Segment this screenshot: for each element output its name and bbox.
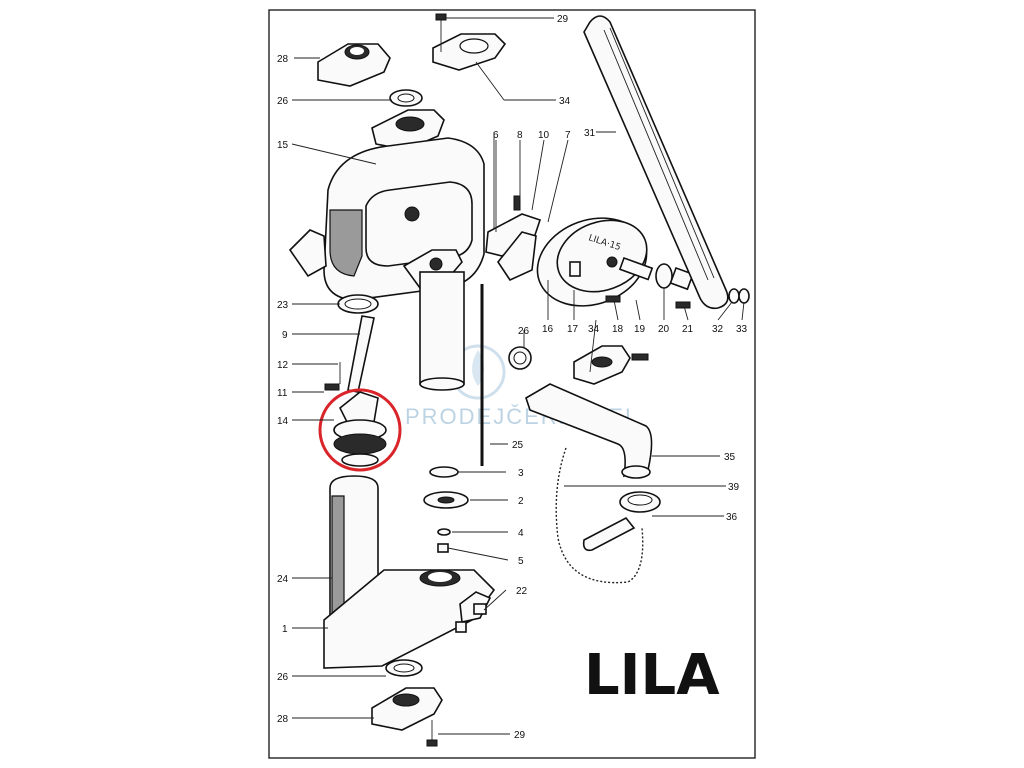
part-cap-36: [582, 491, 661, 552]
callout-32: 32: [712, 324, 724, 335]
part-chain-39: [555, 447, 644, 584]
callout-12: 12: [277, 360, 289, 371]
part-washer-4: [437, 528, 451, 536]
part-handle-lever-31: [583, 15, 750, 310]
callout-35: 35: [724, 452, 736, 463]
callout-24: 24: [277, 574, 289, 585]
part-flange-bottom-28: [371, 687, 443, 731]
callout-14: 14: [277, 416, 289, 427]
part-upper-pipe: [419, 271, 465, 391]
part-pin-12-11: [324, 362, 341, 391]
callout-16: 16: [542, 324, 554, 335]
callout-15: 15: [277, 140, 289, 151]
callout-23: 23: [277, 300, 289, 311]
part-shaft-19-20: [618, 256, 694, 291]
part-spout-35: [525, 383, 653, 479]
callout-29: 29: [557, 14, 569, 25]
callout-28-bottom: 28: [277, 714, 289, 725]
part-gasket-26-bottom: [385, 659, 423, 677]
callout-21: 21: [682, 324, 694, 335]
callout-10: 10: [538, 130, 550, 141]
diagram-title: LILA: [584, 643, 720, 708]
callout-7: 7: [565, 130, 571, 141]
callout-33: 33: [736, 324, 748, 335]
callout-26-mid: 26: [518, 326, 530, 337]
part-nuts-22: [455, 603, 487, 633]
part-piston-rod-9: [347, 315, 375, 393]
callout-36: 36: [726, 512, 738, 523]
part-flange-34-mid: [573, 345, 631, 385]
part-gasket-34-top: [432, 13, 507, 71]
callout-34-mid: 34: [588, 324, 600, 335]
callout-28: 28: [277, 54, 289, 65]
part-pinion-assembly: [485, 132, 542, 282]
callout-1: 1: [282, 624, 288, 635]
callout-5: 5: [518, 556, 524, 567]
part-valve-disc-2: [423, 491, 469, 509]
callout-11: 11: [277, 388, 288, 399]
callout-6: 6: [493, 130, 499, 141]
callout-31: 31: [584, 128, 596, 139]
callout-22: 22: [516, 586, 528, 597]
part-gasket-23: [337, 294, 379, 314]
callout-20: 20: [658, 324, 670, 335]
callout-34: 34: [559, 96, 571, 107]
callout-26-bottom: 26: [277, 672, 289, 683]
callout-3: 3: [518, 468, 524, 479]
part-pump-head-15: [288, 137, 485, 301]
part-gasket-26-mid: [508, 346, 532, 370]
part-valve-3: [429, 466, 459, 478]
callout-labels: 29 28 26 34 15 6 8 10 7 31 23 9 12 11 14…: [277, 14, 748, 741]
highlight-circle: [318, 388, 402, 472]
callout-17: 17: [567, 324, 579, 335]
part-bolt-29-bottom: [426, 720, 438, 747]
part-flange-elbow: [371, 109, 445, 151]
part-gear-cover-17: LILA·15: [536, 217, 648, 307]
part-nut-5: [437, 543, 449, 553]
part-piston-14: [333, 391, 387, 467]
part-flange-top: [317, 43, 391, 87]
part-bolts-18-21: [605, 295, 691, 361]
callout-39: 39: [728, 482, 740, 493]
callout-18: 18: [612, 324, 624, 335]
callout-8: 8: [517, 130, 523, 141]
callout-26: 26: [277, 96, 289, 107]
callout-19: 19: [634, 324, 646, 335]
part-gasket-26-top: [389, 89, 423, 107]
leader-lines: [291, 17, 745, 735]
callout-25: 25: [512, 440, 524, 451]
callout-29-bottom: 29: [514, 730, 526, 741]
callout-9: 9: [282, 330, 288, 341]
callout-2: 2: [518, 496, 524, 507]
callout-4: 4: [518, 528, 524, 539]
